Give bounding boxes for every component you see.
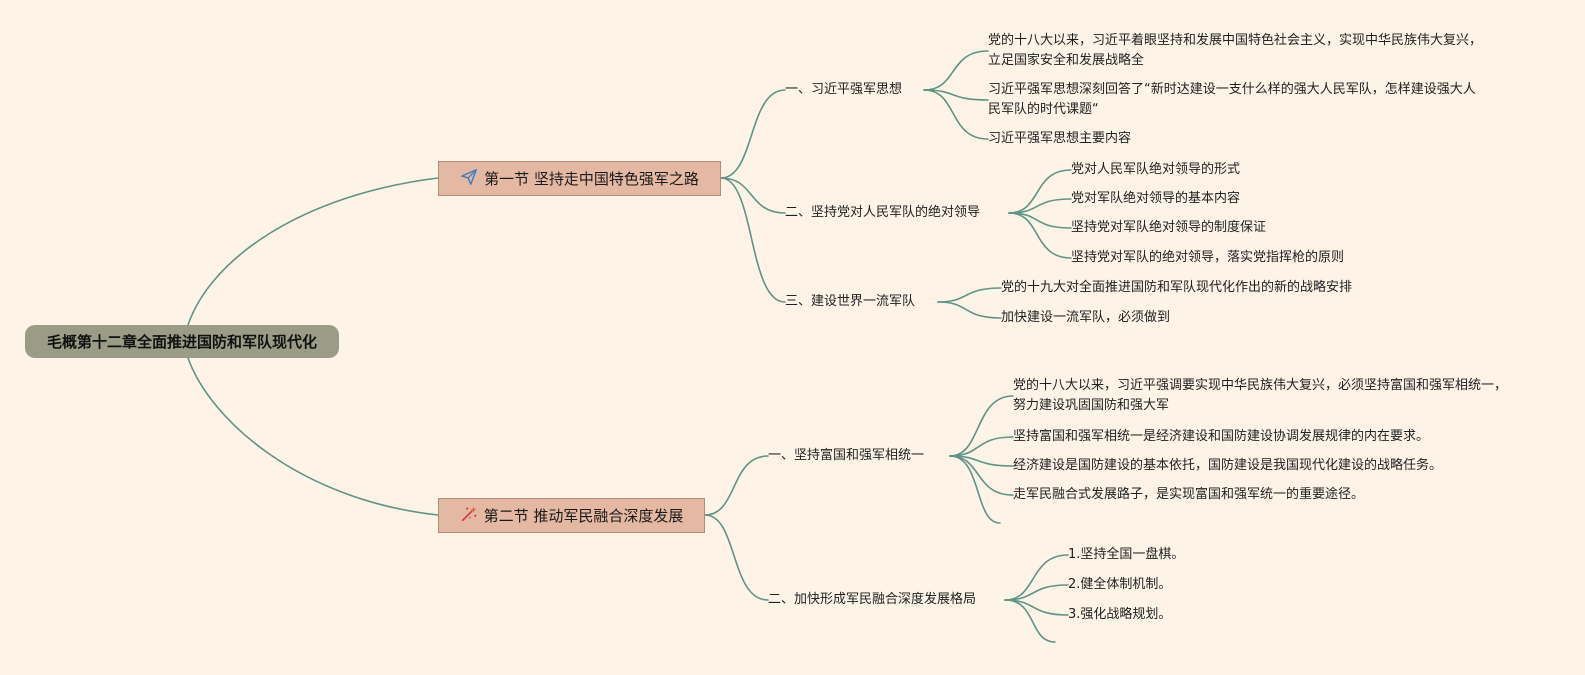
connector — [949, 395, 1014, 457]
topic-1-2[interactable]: 二、坚持党对人民军队的绝对领导 — [785, 205, 981, 220]
topic-2-2[interactable]: 二、加快形成军民融合深度发展格局 — [768, 592, 977, 607]
topic-2-2-item-1[interactable]: 1.坚持全国一盘棋。 — [1068, 547, 1185, 562]
section-1-node[interactable]: 第一节 坚持走中国特色强军之路 — [438, 161, 721, 196]
connector — [704, 514, 769, 601]
paper-plane-icon — [460, 168, 478, 190]
connector — [937, 287, 1002, 303]
topic-1-1-item-1[interactable]: 党的十八大以来，习近平着眼坚持和发展中国特色社会主义，实现中华民族伟大复兴，立足… — [988, 33, 1483, 68]
topic-2-1-item-1[interactable]: 党的十八大以来，习近平强调要实现中华民族伟大复兴，必须坚持富国和强军相统一，努力… — [1013, 378, 1508, 413]
connector — [1004, 554, 1069, 601]
connector-root-section-1 — [187, 177, 439, 326]
connector — [1004, 599, 1056, 643]
sparkle-icon — [460, 505, 478, 527]
connector — [923, 50, 989, 91]
connector — [720, 177, 786, 303]
topic-2-2-item-3[interactable]: 3.强化战略规划。 — [1068, 607, 1172, 622]
topic-1-3-item-2[interactable]: 加快建设一流军队，必须做到 — [1001, 310, 1171, 325]
connector — [720, 89, 786, 179]
connector-root-section-2 — [187, 357, 439, 516]
topic-2-1[interactable]: 一、坚持富国和强军相统一 — [768, 448, 925, 463]
topic-2-1-item-3[interactable]: 经济建设是国防建设的基本依托，国防建设是我国现代化建设的战略任务。 — [1013, 458, 1443, 473]
connector — [1008, 212, 1072, 259]
connector — [923, 89, 989, 101]
topic-1-1-item-3[interactable]: 习近平强军思想主要内容 — [988, 131, 1132, 146]
connector — [720, 177, 786, 214]
topic-2-1-item-2[interactable]: 坚持富国和强军相统一是经济建设和国防建设协调发展规律的内在要求。 — [1013, 429, 1430, 444]
connector — [1008, 212, 1072, 229]
topic-2-2-item-2[interactable]: 2.健全体制机制。 — [1068, 577, 1172, 592]
connector — [1008, 198, 1072, 214]
topic-1-1-item-2[interactable]: 习近平强军思想深刻回答了“新时达建设一支什么样的强大人民军队，怎样建设强大人民军… — [988, 82, 1476, 117]
topic-1-1[interactable]: 一、习近平强军思想 — [785, 82, 903, 97]
section-2-node[interactable]: 第二节 推动军民融合深度发展 — [438, 498, 705, 533]
section-2-title: 第二节 推动军民融合深度发展 — [483, 507, 684, 525]
connector — [949, 455, 1014, 467]
connector — [937, 301, 1002, 319]
connector — [949, 455, 1001, 524]
connector — [704, 455, 769, 516]
topic-2-1-item-4[interactable]: 走军民融合式发展路子，是实现富国和强军统一的重要途径。 — [1013, 487, 1365, 502]
topic-1-2-item-4[interactable]: 坚持党对军队的绝对领导，落实党指挥枪的原则 — [1071, 250, 1345, 265]
connector — [923, 89, 989, 140]
topic-1-2-item-1[interactable]: 党对人民军队绝对领导的形式 — [1071, 162, 1241, 177]
connector — [1008, 169, 1072, 214]
root-topic[interactable]: 毛概第十二章全面推进国防和军队现代化 — [25, 325, 339, 358]
connector — [1004, 584, 1069, 601]
connector — [949, 436, 1014, 457]
section-1-title: 第一节 坚持走中国特色强军之路 — [484, 170, 699, 188]
topic-1-2-item-2[interactable]: 党对军队绝对领导的基本内容 — [1071, 191, 1241, 206]
topic-1-2-item-3[interactable]: 坚持党对军队绝对领导的制度保证 — [1071, 220, 1267, 235]
topic-1-3-item-1[interactable]: 党的十九大对全面推进国防和军队现代化作出的新的战略安排 — [1001, 280, 1353, 295]
topic-1-3[interactable]: 三、建设世界一流军队 — [785, 294, 916, 309]
